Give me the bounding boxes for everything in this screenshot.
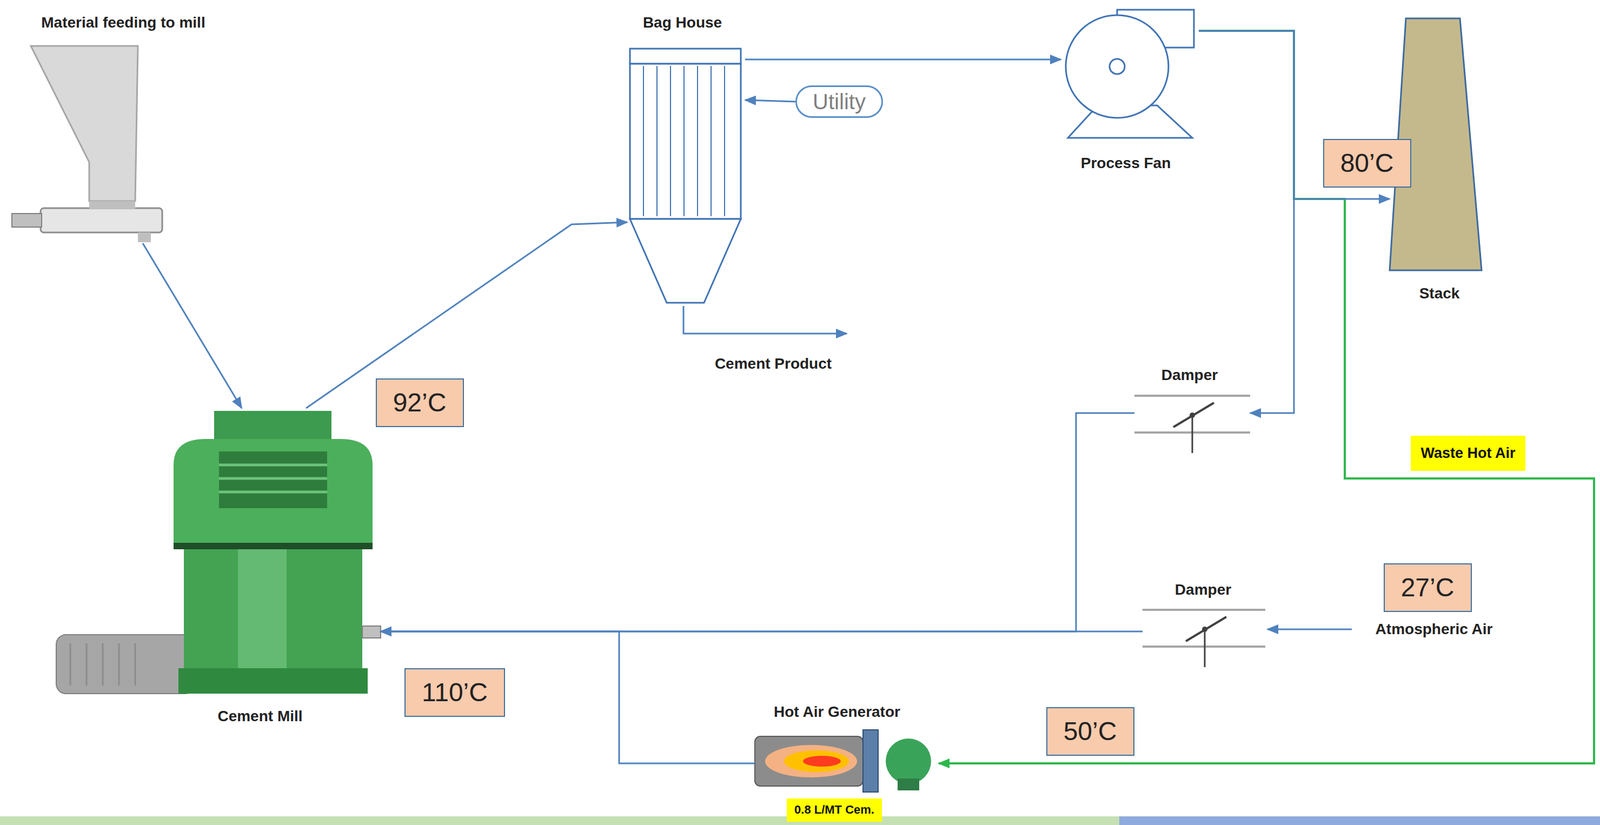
bag-house: Bag House	[627, 45, 746, 307]
waste-air-duct	[938, 30, 1595, 764]
air-duct	[380, 413, 1135, 632]
hot-air-generator-symbol	[754, 729, 932, 793]
node-label: Cement Mill	[217, 707, 303, 726]
node-label: 110’C	[421, 676, 488, 709]
fan-symbol	[1065, 9, 1194, 138]
damper: Damper	[1142, 605, 1266, 669]
mill-symbol	[56, 410, 381, 694]
air-duct	[745, 100, 796, 102]
air-duct	[142, 243, 242, 409]
node-label: Damper	[1161, 366, 1218, 384]
bag-house-symbol	[629, 48, 741, 303]
temperature-box: 27’C	[1383, 563, 1472, 613]
node-label: 50’C	[1063, 715, 1118, 748]
node-label: 27’C	[1401, 572, 1455, 604]
node-label: Waste Hot Air	[1420, 444, 1516, 462]
hopper-symbol	[11, 45, 163, 243]
fuel-tag: 0.8 L/MT Cem.	[786, 798, 882, 822]
node-label: 92’C	[393, 387, 447, 419]
waste-air-tag: Waste Hot Air	[1410, 435, 1526, 471]
temperature-box: 92’C	[375, 378, 464, 428]
temperature-box: 50’C	[1046, 707, 1135, 756]
node-label: Material feeding to mill	[41, 14, 205, 32]
temperature-box: 80’C	[1323, 138, 1412, 188]
damper-symbol	[1134, 395, 1251, 454]
air-duct	[745, 58, 1061, 61]
product-line	[683, 306, 847, 334]
node-label: Hot Air Generator	[773, 703, 901, 721]
damper: Damper	[1134, 392, 1251, 455]
hot-air-generator: Hot Air Generator	[754, 729, 939, 793]
node-label: Stack	[1419, 284, 1460, 303]
temperature-box: 110’C	[404, 668, 506, 717]
utility-box: Utility	[795, 85, 884, 118]
node-label: 80’C	[1340, 147, 1394, 179]
air-intake-line	[1267, 628, 1352, 631]
node-label: 0.8 L/MT Cem.	[794, 802, 875, 818]
node-label: Damper	[1174, 581, 1232, 599]
air-duct	[306, 222, 628, 409]
node-label: Process Fan	[1080, 154, 1172, 172]
stream-label: Atmospheric Air	[1375, 620, 1493, 639]
air-duct	[380, 631, 755, 764]
node-label: Utility	[812, 88, 866, 115]
air-duct	[1198, 30, 1294, 414]
footer-band	[1119, 816, 1600, 825]
footer-band	[0, 816, 1120, 825]
damper-symbol	[1142, 609, 1266, 668]
cement-mill: Cement Mill	[56, 408, 381, 695]
process-fan: Process Fan	[1060, 6, 1199, 141]
node-label: Bag House	[642, 14, 722, 32]
stream-label: Cement Product	[714, 355, 832, 373]
feed-hopper: Material feeding to mill	[10, 45, 163, 244]
